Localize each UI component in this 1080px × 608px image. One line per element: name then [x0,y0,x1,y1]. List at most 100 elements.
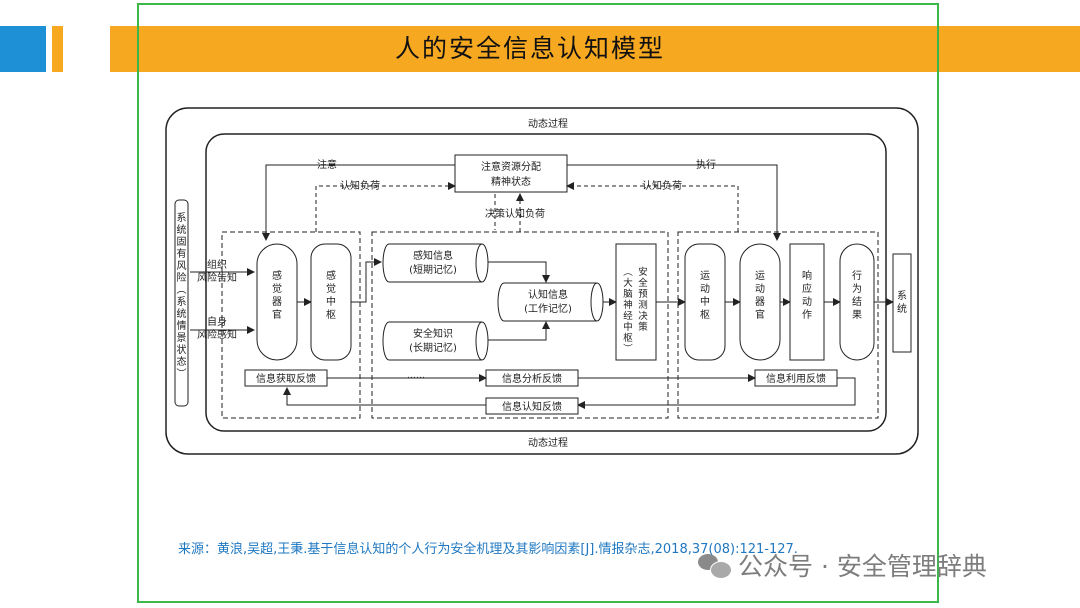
svg-text:枢: 枢 [700,308,710,321]
svg-text:风: 风 [177,260,187,272]
svg-text:响: 响 [802,269,812,282]
svg-text:决: 决 [638,310,648,322]
svg-text:觉: 觉 [272,283,282,295]
svg-text:(短期记忆): (短期记忆) [409,263,457,276]
svg-text:策: 策 [638,321,648,333]
svg-text:经: 经 [623,310,633,322]
svg-text:大: 大 [623,277,633,289]
svg-text:器: 器 [755,296,765,308]
svg-text:统: 统 [177,223,187,236]
svg-text:注意资源分配: 注意资源分配 [481,160,541,173]
svg-text:感: 感 [326,269,336,282]
system-label-1: 系 [897,290,907,302]
bottom-process-label: 动态过程 [528,436,568,449]
svg-text:应: 应 [802,282,812,295]
svg-text:感知信息: 感知信息 [413,249,453,262]
org-risk-notice-2: 风险告知 [197,271,237,284]
perceived-info-node: 感知信息 (短期记忆) [382,243,489,283]
svg-text:︵: ︵ [623,267,633,278]
system-label-2: 统 [897,302,907,315]
cognitive-info-node: 认知信息 (工作记忆) [497,282,604,322]
system-risk-box [174,199,189,407]
svg-text:感: 感 [272,269,282,282]
svg-text:系: 系 [177,212,187,224]
safety-knowledge-node: 安全知识 (长期记忆) [382,321,489,361]
decision-load-label: 决策认知负荷 [485,207,545,220]
svg-text:预: 预 [638,289,648,300]
action-stage [677,231,879,419]
attention-label: 注意 [317,158,337,171]
perception-stage [221,231,361,419]
svg-text:︶: ︶ [623,344,633,355]
svg-text:动: 动 [755,283,765,295]
svg-text:安全知识: 安全知识 [413,327,453,340]
wechat-icon [698,552,732,579]
title-bar [110,26,1080,72]
self-risk-perception-1: 自身 [207,315,227,328]
svg-text:信息认知反馈: 信息认知反馈 [502,400,562,413]
sensory-organ-label: 感 觉 器 官 [272,269,282,321]
sensory-center-label: 感 觉 中 枢 [326,269,336,321]
svg-text:动: 动 [700,283,710,295]
svg-text:认知信息: 认知信息 [528,288,568,301]
svg-text:(长期记忆): (长期记忆) [409,341,457,354]
feedback-ellipsis: …… [407,371,425,381]
svg-text:官: 官 [272,308,282,321]
svg-text:固: 固 [177,236,187,248]
svg-text:行: 行 [852,269,862,282]
svg-text:信息利用反馈: 信息利用反馈 [766,372,826,385]
system-box [892,253,912,353]
svg-text:作: 作 [802,309,812,321]
orange-accent-block [52,26,63,72]
svg-text:态: 态 [177,355,187,368]
svg-text:信息分析反馈: 信息分析反馈 [502,372,562,385]
top-process-label: 动态过程 [528,117,568,130]
response-action [789,243,825,361]
svg-text:运: 运 [700,270,710,282]
brain-center-label: ︵ 大 脑 神 经 中 枢 ︶ [623,267,633,355]
svg-text:系: 系 [177,296,187,308]
svg-text:情: 情 [177,319,187,332]
svg-text:精神状态: 精神状态 [491,175,531,188]
svg-text:中: 中 [700,295,710,308]
svg-text:觉: 觉 [326,283,336,295]
svg-text:运: 运 [755,270,765,282]
motor-organ-label: 运 动 器 官 [755,270,765,321]
svg-text:枢: 枢 [326,308,336,321]
self-risk-perception-2: 风险感知 [197,328,237,341]
cog-load-left-label: 认知负荷 [340,179,380,192]
svg-text:(工作记忆): (工作记忆) [524,302,572,315]
slide-title: 人的安全信息认知模型 [394,34,665,63]
safety-prediction-label: 安 全 预 测 决 策 [638,266,648,333]
watermark-text: 公众号 · 安全管理辞典 [738,552,987,581]
svg-text:测: 测 [638,300,648,311]
svg-text:官: 官 [755,308,765,321]
source-citation: 来源：黄浪,吴超,王秉.基于信息认知的个人行为安全机理及其影响因素[J].情报杂… [178,542,798,557]
cog-load-right-label: 认知负荷 [642,179,682,192]
execution-label: 执行 [696,158,716,171]
selection-frame [137,3,939,603]
brain-decision-box [615,243,657,361]
svg-text:结: 结 [852,295,862,308]
svg-text:状: 状 [177,343,187,356]
svg-text:器: 器 [272,296,282,308]
response-action-label: 响 应 动 作 [802,269,812,321]
attention-allocation-box [454,154,568,193]
svg-text:︶: ︶ [177,368,187,380]
svg-text:统: 统 [177,307,187,320]
svg-text:为: 为 [852,283,862,295]
feedback-cognition-box [485,397,579,415]
wechat-watermark: 公众号 · 安全管理辞典 [698,550,987,581]
svg-text:景: 景 [177,332,187,344]
blue-accent-block [0,26,46,72]
system-risk-label: 系 统 固 有 风 险 ︵ 系 统 情 景 状 态 ︶ [177,212,187,380]
svg-text:安: 安 [638,266,648,278]
svg-text:果: 果 [852,309,862,321]
svg-text:险: 险 [177,271,187,284]
inner-process-frame [205,133,887,432]
svg-text:︵: ︵ [177,285,187,296]
svg-text:中: 中 [623,321,633,333]
svg-text:中: 中 [326,295,336,308]
svg-text:动: 动 [802,296,812,308]
svg-text:脑: 脑 [623,288,633,300]
